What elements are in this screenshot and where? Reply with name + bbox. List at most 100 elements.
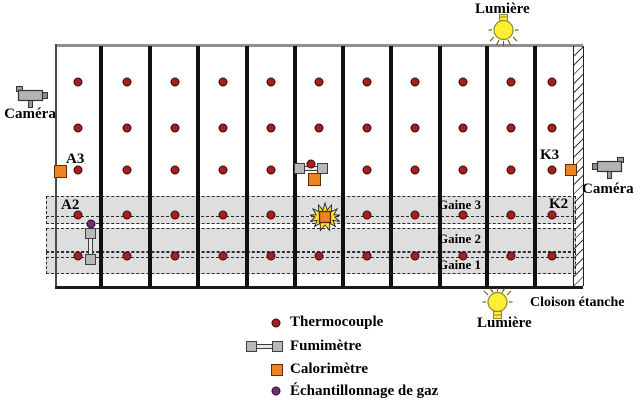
smoke-meter-end [317, 163, 328, 174]
station-label-k3: K3 [540, 147, 560, 163]
fire-source-icon [309, 201, 341, 237]
thermocouple-dot [122, 251, 132, 261]
tunnel-frame-divider [438, 46, 442, 287]
light-label-bottom: Lumière [477, 315, 532, 331]
gaine-1-label: Gaine 1 [438, 257, 481, 272]
thermocouple-dot [73, 251, 83, 261]
thermocouple-dot [362, 210, 372, 220]
calorimeter-icon [565, 164, 577, 176]
gaine-3-label: Gaine 3 [438, 197, 481, 212]
thermocouple-dot [362, 77, 372, 87]
tunnel-bottom-wall [55, 286, 583, 289]
station-label-a3: A3 [66, 151, 85, 167]
thermocouple-dot [266, 165, 276, 175]
thermocouple-dot [170, 251, 180, 261]
thermocouple-dot [314, 251, 324, 261]
thermocouple-dot [218, 77, 228, 87]
tunnel-frame-divider [148, 46, 152, 287]
thermocouple-dot [506, 77, 516, 87]
thermocouple-dot [218, 251, 228, 261]
tunnel-frame-divider [196, 46, 200, 287]
gaine-3-inner-dash-line [46, 216, 574, 217]
thermocouple-dot [122, 77, 132, 87]
thermocouple-dot [410, 165, 420, 175]
legend-label-calorimetre: Calorimètre [290, 361, 369, 377]
thermocouple-dot [547, 165, 557, 175]
thermocouple-dot [547, 210, 557, 220]
thermocouple-dot [266, 123, 276, 133]
tunnel-frame-divider [485, 46, 489, 287]
thermocouple-dot [122, 210, 132, 220]
gas-sampling-icon [271, 386, 281, 396]
thermocouple-dot [410, 77, 420, 87]
thermocouple-dot [314, 77, 324, 87]
calorimeter-icon [308, 173, 321, 186]
thermocouple-dot [218, 123, 228, 133]
camera-label-right: Caméra [582, 181, 634, 197]
thermocouple-dot [458, 123, 468, 133]
thermocouple-dot-icon [271, 318, 281, 328]
thermocouple-dot [458, 251, 468, 261]
tunnel-top-wall [55, 44, 583, 47]
calorimeter-icon [54, 165, 67, 178]
smoke-meter-end [246, 341, 257, 352]
thermocouple-dot [170, 165, 180, 175]
thermocouple-dot [314, 123, 324, 133]
light-bulb-icon [482, 288, 513, 324]
camera-label-left: Caméra [4, 106, 56, 122]
gaine-2-label: Gaine 2 [438, 231, 481, 246]
thermocouple-dot [170, 77, 180, 87]
light-label-top: Lumière [475, 1, 530, 17]
camera-icon [590, 156, 624, 185]
thermocouple-dot [458, 210, 468, 220]
smoke-meter-end [85, 228, 96, 239]
tunnel-frame-divider [245, 46, 249, 287]
legend-label-fumimetre: Fumimètre [290, 338, 362, 354]
watertight-partition-label: Cloison étanche [530, 295, 625, 310]
thermocouple-dot [506, 210, 516, 220]
gaine-1-inner-dash-line [46, 257, 574, 258]
thermocouple-dot [506, 165, 516, 175]
thermocouple-dot [266, 210, 276, 220]
thermocouple-dot [122, 165, 132, 175]
tunnel-frame-divider [533, 46, 537, 287]
thermocouple-dot [73, 165, 83, 175]
smoke-meter-end [272, 341, 283, 352]
thermocouple-dot [73, 123, 83, 133]
smoke-meter-icon [246, 341, 283, 352]
camera-icon [16, 85, 50, 114]
tunnel-frame-divider [389, 46, 393, 287]
smoke-meter-end [85, 254, 96, 265]
legend-label-thermocouple: Thermocouple [290, 314, 384, 330]
tunnel-frame-divider [341, 46, 345, 287]
thermocouple-dot [266, 77, 276, 87]
thermocouple-dot [458, 165, 468, 175]
smoke-meter-vertical [85, 228, 98, 265]
thermocouple-dot [362, 251, 372, 261]
smoke-meter-end [294, 163, 305, 174]
thermocouple-dot [410, 210, 420, 220]
station-label-a2: A2 [61, 197, 80, 213]
calorimeter-icon [271, 364, 283, 376]
thermocouple-dot [218, 165, 228, 175]
thermocouple-dot [458, 77, 468, 87]
thermocouple-dot [410, 251, 420, 261]
thermocouple-dot [362, 123, 372, 133]
smoke-meter-horizontal [294, 162, 328, 175]
thermocouple-dot [73, 77, 83, 87]
thermocouple-dot [122, 123, 132, 133]
thermocouple-dot [73, 210, 83, 220]
thermocouple-dot [362, 165, 372, 175]
tunnel-frame-divider [99, 46, 103, 287]
thermocouple-dot [547, 251, 557, 261]
thermocouple-dot [170, 123, 180, 133]
thermocouple-dot [410, 123, 420, 133]
light-bulb-icon [488, 14, 519, 52]
thermocouple-dot [547, 77, 557, 87]
station-label-k2: K2 [549, 196, 569, 212]
thermocouple-dot [218, 210, 228, 220]
thermocouple-dot [170, 210, 180, 220]
thermocouple-dot [547, 123, 557, 133]
thermocouple-dot [266, 251, 276, 261]
